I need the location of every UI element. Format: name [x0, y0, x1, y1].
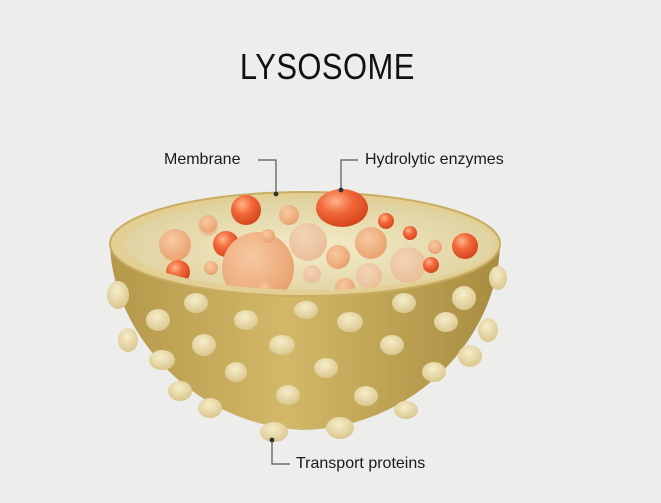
enzyme — [222, 232, 294, 290]
transport-protein — [458, 345, 482, 367]
transport-protein — [452, 286, 476, 310]
vesicle — [303, 265, 321, 283]
enzymes-leader-line — [340, 159, 358, 189]
enzyme-cluster — [159, 205, 478, 290]
transport-protein — [337, 312, 363, 332]
transport-protein — [478, 318, 498, 342]
transport-protein — [326, 417, 354, 439]
transport-protein — [149, 350, 175, 370]
vesicle — [261, 229, 275, 243]
vesicle — [326, 245, 350, 269]
vesicle — [356, 263, 382, 289]
transport-protein — [294, 301, 318, 319]
transport-protein — [314, 358, 338, 378]
transport-protein — [168, 381, 192, 401]
enzyme — [316, 189, 368, 227]
leader-lines — [258, 159, 358, 465]
transport-proteins — [107, 266, 507, 442]
transport-protein — [146, 309, 170, 331]
enzyme — [423, 257, 439, 273]
transport-protein — [107, 281, 129, 309]
label-transport-proteins: Transport proteins — [296, 455, 426, 472]
vesicle — [355, 227, 387, 259]
transport-protein — [192, 334, 216, 356]
transport-protein — [434, 312, 458, 332]
transport-protein — [489, 266, 507, 290]
enzyme — [378, 213, 394, 229]
label-hydrolytic-enzymes: Hydrolytic enzymes — [365, 151, 504, 168]
vesicle — [390, 247, 426, 283]
transport-protein — [276, 385, 300, 405]
transport-protein — [198, 398, 222, 418]
enzymes-leader-dot — [338, 187, 344, 193]
membrane-leader-line — [258, 159, 277, 193]
transport-protein — [269, 335, 295, 355]
transport-protein — [234, 310, 258, 330]
vesicle — [335, 278, 355, 290]
membrane-leader-dot — [273, 191, 279, 197]
vesicle — [159, 229, 191, 261]
transport-protein — [260, 422, 288, 442]
transport-leader-line — [271, 440, 290, 465]
transport-protein — [394, 401, 418, 419]
transport-protein — [225, 362, 247, 382]
vesicle — [428, 240, 442, 254]
transport-protein — [118, 328, 138, 352]
label-membrane: Membrane — [164, 151, 241, 168]
vesicle — [204, 261, 218, 275]
enzyme — [452, 233, 478, 259]
enzyme — [403, 226, 417, 240]
transport-protein — [354, 386, 378, 406]
transport-leader-dot — [269, 437, 275, 443]
transport-protein — [422, 362, 446, 382]
enzyme — [199, 215, 217, 233]
vesicle — [289, 223, 327, 261]
transport-protein — [380, 335, 404, 355]
diagram-title: LYSOSOME — [239, 46, 415, 87]
enzyme — [231, 195, 261, 225]
transport-protein — [184, 293, 208, 313]
vesicle — [279, 205, 299, 225]
transport-protein — [392, 293, 416, 313]
outer-membrane-shell — [110, 244, 500, 430]
